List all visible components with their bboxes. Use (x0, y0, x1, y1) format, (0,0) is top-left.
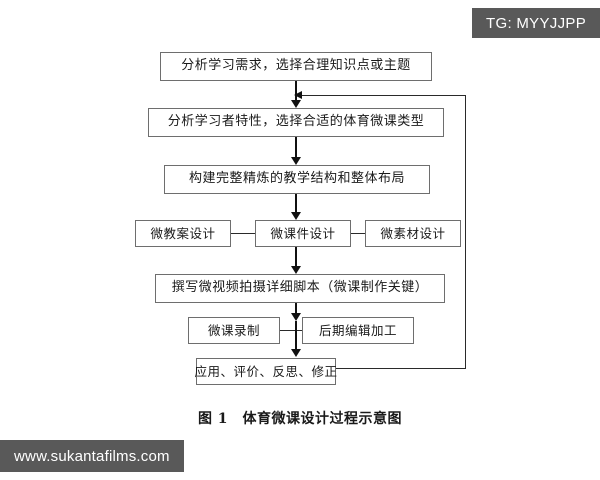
flow-node-material-design-label: 微素材设计 (380, 225, 446, 241)
figure-caption: 图 1 体育微课设计过程示意图 (197, 411, 403, 427)
flow-node-step2: 分析学习者特性，选择合适的体育微课类型 (148, 108, 444, 137)
arrowhead-step3-to-design-row (291, 212, 301, 220)
flow-node-recording: 微课录制 (188, 317, 280, 344)
connector-trunk-to-post-editing (295, 330, 303, 331)
flow-node-apply-evaluate-label: 应用、评价、反思、修正 (194, 363, 338, 379)
flow-node-micro-lesson-plan-label: 微教案设计 (150, 225, 216, 241)
connector-lesson-plan-to-courseware (231, 233, 255, 234)
arrowhead-feedback-loop (294, 91, 302, 99)
connector-courseware-to-material (351, 233, 365, 234)
arrowhead-step2-to-step3 (291, 157, 301, 165)
flow-node-step3-label: 构建完整精炼的教学结构和整体布局 (188, 171, 405, 187)
telegram-watermark-text: TG: MYYJJPP (486, 14, 586, 32)
connector-recording-to-trunk (280, 330, 296, 331)
flow-node-courseware-design: 微课件设计 (255, 220, 351, 247)
flow-node-post-editing-label: 后期编辑加工 (318, 322, 397, 338)
connector-design-row-to-script (295, 247, 297, 266)
flow-node-apply-evaluate: 应用、评价、反思、修正 (194, 358, 338, 385)
arrowhead-to-apply-evaluate (291, 349, 301, 357)
telegram-watermark-badge: TG: MYYJJPP (472, 8, 600, 38)
flow-node-step1-label: 分析学习需求，选择合理知识点或主题 (181, 58, 411, 74)
flow-node-courseware-design-label: 微课件设计 (270, 225, 336, 241)
site-watermark-text: www.sukantafilms.com (14, 447, 170, 465)
connector-script-to-recording-row (295, 303, 297, 315)
arrowhead-design-row-to-script (291, 266, 301, 274)
flow-node-step3: 构建完整精炼的教学结构和整体布局 (164, 165, 430, 194)
arrowhead-script-to-recording-row (291, 313, 301, 321)
flow-node-script-writing-label: 撰写微视频拍摄详细脚本（微课制作关键） (171, 280, 429, 296)
flow-node-script-writing: 撰写微视频拍摄详细脚本（微课制作关键） (155, 274, 445, 303)
arrowhead-step1-to-step2 (291, 100, 301, 108)
site-watermark-badge: www.sukantafilms.com (0, 440, 184, 472)
flow-node-step2-label: 分析学习者特性，选择合适的体育微课类型 (167, 114, 425, 130)
flow-node-micro-lesson-plan: 微教案设计 (135, 220, 231, 247)
flow-node-material-design: 微素材设计 (365, 220, 461, 247)
connector-step2-to-step3 (295, 137, 297, 157)
feedback-loop-bottom-segment (336, 368, 466, 369)
flow-node-recording-label: 微课录制 (207, 322, 260, 338)
feedback-loop-right-segment (465, 95, 466, 369)
flow-node-step1: 分析学习需求，选择合理知识点或主题 (160, 52, 432, 81)
connector-recording-row-trunk (295, 321, 297, 349)
flow-node-post-editing: 后期编辑加工 (302, 317, 414, 344)
feedback-loop-top-segment (302, 95, 466, 96)
connector-step3-to-design-row (295, 194, 297, 212)
